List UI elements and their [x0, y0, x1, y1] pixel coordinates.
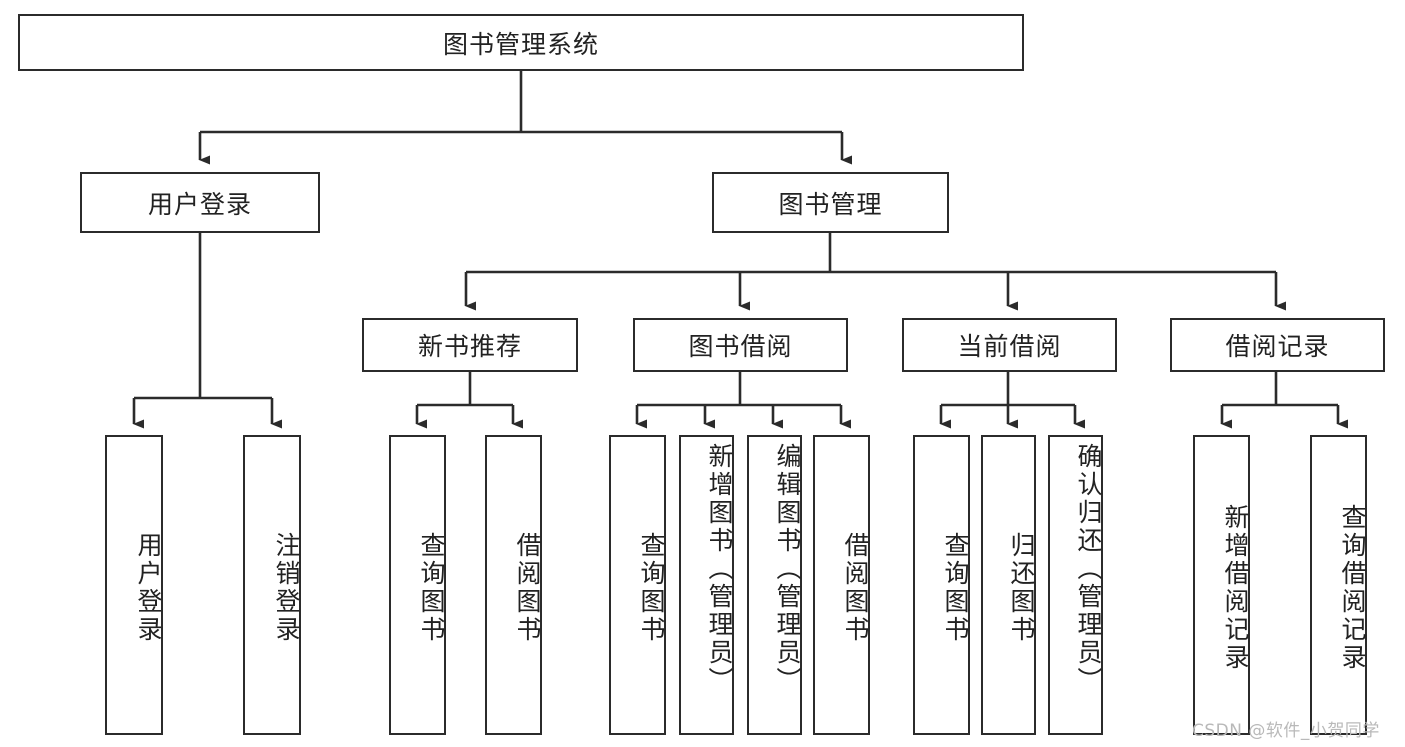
node-label: 用户登录: [147, 189, 252, 219]
leaf-return-book[interactable]: 归还图书: [981, 435, 1036, 735]
node-label: 编辑图书（管理员）: [773, 443, 802, 695]
node-label: 归还图书: [1007, 532, 1036, 644]
leaf-add-borrow-record[interactable]: 新增借阅记录: [1193, 435, 1250, 735]
node-label: 借阅图书: [841, 532, 870, 644]
node-label: 图书管理: [778, 189, 883, 219]
node-label: 新增借阅记录: [1221, 504, 1250, 672]
node-label: 借阅图书: [513, 532, 542, 644]
node-root-system[interactable]: 图书管理系统: [18, 14, 1024, 71]
node-current-borrow[interactable]: 当前借阅: [902, 318, 1117, 372]
leaf-borrow-book-recommend[interactable]: 借阅图书: [485, 435, 542, 735]
leaf-confirm-return-admin[interactable]: 确认归还（管理员）: [1048, 435, 1103, 735]
node-label: 借阅记录: [1225, 332, 1330, 361]
leaf-borrow-book[interactable]: 借阅图书: [813, 435, 870, 735]
node-label: 图书管理系统: [442, 29, 599, 59]
node-label: 用户登录: [134, 532, 163, 644]
node-new-book-recommend[interactable]: 新书推荐: [362, 318, 578, 372]
node-label: 查询图书: [637, 532, 666, 644]
watermark-text: CSDN @软件_小贺同学: [1192, 721, 1380, 741]
leaf-query-book-recommend[interactable]: 查询图书: [389, 435, 446, 735]
node-label: 图书借阅: [688, 332, 793, 361]
node-book-management[interactable]: 图书管理: [712, 172, 949, 233]
leaf-user-login[interactable]: 用户登录: [105, 435, 163, 735]
node-label: 确认归还（管理员）: [1074, 443, 1103, 695]
node-borrow-record[interactable]: 借阅记录: [1170, 318, 1385, 372]
leaf-edit-book-admin[interactable]: 编辑图书（管理员）: [747, 435, 802, 735]
leaf-query-borrow-record[interactable]: 查询借阅记录: [1310, 435, 1367, 735]
leaf-query-book-current[interactable]: 查询图书: [913, 435, 970, 735]
node-label: 新书推荐: [417, 332, 522, 361]
node-label: 查询借阅记录: [1338, 504, 1367, 672]
node-label: 新增图书（管理员）: [705, 443, 734, 695]
node-user-login[interactable]: 用户登录: [80, 172, 320, 233]
leaf-add-book-admin[interactable]: 新增图书（管理员）: [679, 435, 734, 735]
leaf-user-logout[interactable]: 注销登录: [243, 435, 301, 735]
node-label: 注销登录: [272, 532, 301, 644]
leaf-query-book-borrow[interactable]: 查询图书: [609, 435, 666, 735]
node-label: 查询图书: [417, 532, 446, 644]
node-label: 当前借阅: [957, 332, 1062, 361]
node-book-borrow[interactable]: 图书借阅: [633, 318, 848, 372]
node-label: 查询图书: [941, 532, 970, 644]
